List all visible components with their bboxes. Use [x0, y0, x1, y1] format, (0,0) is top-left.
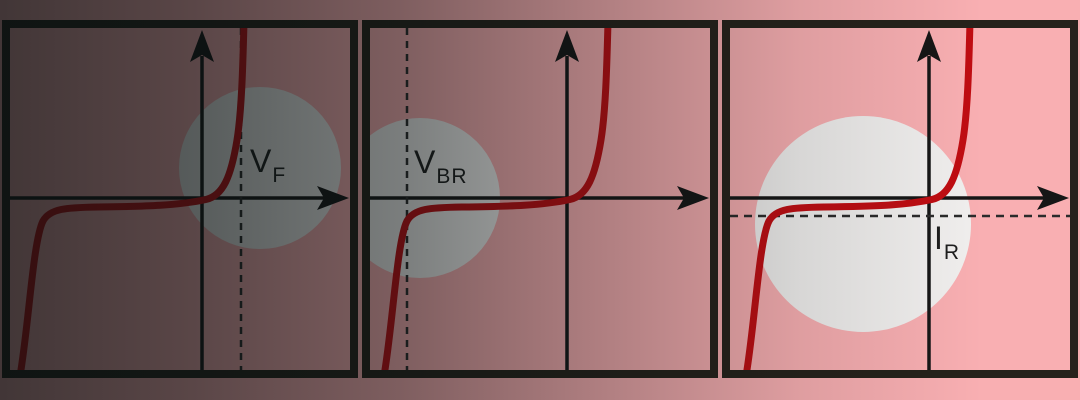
breakdown-voltage-plot [370, 28, 709, 370]
label-main: V [250, 143, 272, 179]
forward-voltage-label: VF [250, 143, 286, 186]
label-subscript: BR [436, 165, 468, 188]
panel-forward-voltage: VF [2, 20, 358, 378]
panel-reverse-current: IR [722, 20, 1078, 378]
label-subscript: F [272, 164, 287, 187]
forward-voltage-plot [10, 28, 349, 370]
label-subscript: R [943, 241, 961, 264]
label-main: V [414, 144, 436, 180]
reverse-current-label: IR [934, 220, 960, 263]
label-main: I [934, 220, 943, 256]
panel-breakdown-voltage: VBR [362, 20, 718, 378]
reverse-current-plot [730, 28, 1070, 370]
breakdown-voltage-label: VBR [414, 144, 468, 187]
